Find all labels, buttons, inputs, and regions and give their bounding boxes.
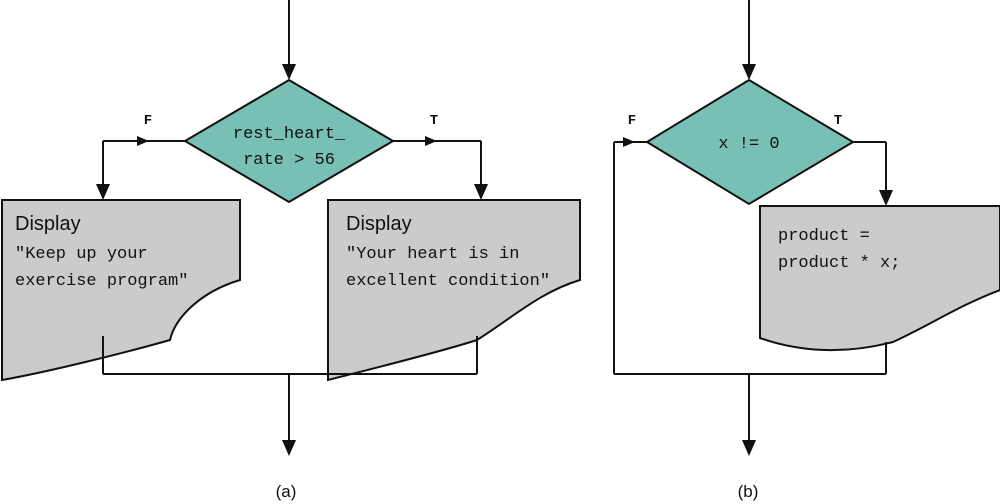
- box-line-1: product =: [778, 227, 870, 246]
- left-box-line-1: "Keep up your: [15, 245, 148, 264]
- true-label-a: T: [430, 113, 438, 129]
- entry-arrow-b: [742, 64, 756, 80]
- left-box-line-2: exercise program": [15, 272, 188, 291]
- false-label-b: F: [628, 113, 636, 129]
- decision-diamond-a: [183, 78, 395, 204]
- box-line-2: product * x;: [778, 254, 900, 273]
- exit-arrow-b: [742, 440, 756, 456]
- loop-arrow-b: [623, 137, 635, 147]
- entry-arrow-a: [282, 64, 296, 80]
- condition-b: x != 0: [718, 135, 779, 154]
- flowchart-a: rest_heart_ rate > 56 F T Display "Keep …: [0, 0, 581, 501]
- decision-diamond-b: [645, 78, 855, 206]
- exit-arrow-a: [282, 440, 296, 456]
- false-branch-midarrow-a: [137, 136, 149, 146]
- true-branch-arrow-a: [474, 184, 488, 200]
- left-box-title: Display: [15, 213, 81, 235]
- caption-b: (b): [738, 482, 759, 501]
- true-branch-arrow-b: [879, 190, 893, 206]
- right-box-line-1: "Your heart is in: [346, 245, 519, 264]
- process-box-b: [759, 205, 1000, 352]
- false-label-a: F: [144, 113, 152, 129]
- true-label-b: T: [834, 113, 842, 129]
- condition-line-1: rest_heart_: [233, 125, 346, 144]
- false-branch-arrow-a: [96, 184, 110, 200]
- caption-a: (a): [276, 482, 297, 501]
- right-box-title: Display: [346, 213, 412, 235]
- flowchart-b: x != 0 T product = product * x; F (b): [613, 0, 1000, 501]
- true-branch-midarrow-a: [425, 136, 437, 146]
- right-box-line-2: excellent condition": [346, 272, 550, 291]
- condition-line-2: rate > 56: [243, 151, 335, 170]
- display-box-left: [0, 199, 241, 382]
